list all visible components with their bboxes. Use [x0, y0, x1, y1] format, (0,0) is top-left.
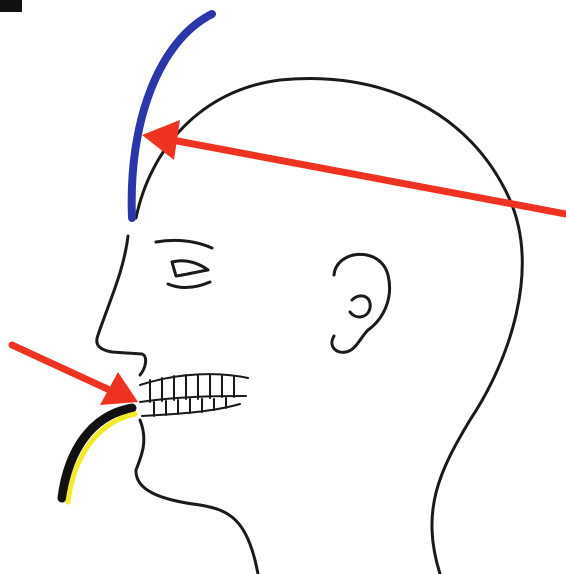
eye: [156, 240, 212, 287]
ear: [332, 254, 390, 352]
mouth-arrow: [12, 345, 138, 405]
head-profile-outline: [97, 79, 522, 574]
forehead-arrow: [142, 120, 566, 214]
teeth: [140, 374, 248, 416]
chin-curve: [62, 408, 135, 502]
